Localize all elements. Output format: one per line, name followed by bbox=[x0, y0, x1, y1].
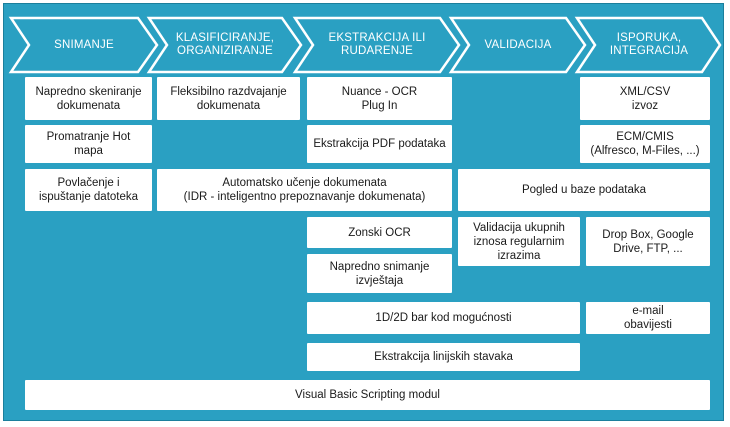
box-validacija-iznosa: Validacija ukupnih iznosa regularnim izr… bbox=[458, 217, 580, 266]
box-napredno-skeniranje: Napredno skeniranje dokumenata bbox=[25, 77, 152, 120]
box-dropbox: Drop Box, Google Drive, FTP, ... bbox=[586, 217, 710, 266]
box-email: e-mail obavijesti bbox=[586, 302, 710, 334]
stage-chevron-klasificiranje: KLASIFICIRANJE, ORGANIZIRANJE bbox=[146, 15, 304, 75]
box-zonski-ocr: Zonski OCR bbox=[307, 217, 452, 248]
box-promatranje-hot-mapa: Promatranje Hot mapa bbox=[25, 125, 152, 163]
box-linijske-stavke: Ekstrakcija linijskih stavaka bbox=[307, 343, 580, 371]
box-automatsko-ucenje: Automatsko učenje dokumenata (IDR - inte… bbox=[157, 169, 452, 211]
box-napredno-snimanje: Napredno snimanje izvještaja bbox=[307, 254, 452, 293]
stage-chevron-validacija: VALIDACIJA bbox=[448, 15, 588, 75]
stage-label-klasificiranje: KLASIFICIRANJE, ORGANIZIRANJE bbox=[175, 32, 275, 57]
stage-chevron-isporuka: ISPORUKA, INTEGRACIJA bbox=[574, 15, 724, 75]
box-nuance-ocr: Nuance - OCR Plug In bbox=[307, 77, 452, 120]
box-vbs-modul: Visual Basic Scripting modul bbox=[25, 380, 710, 410]
stage-label-isporuka: ISPORUKA, INTEGRACIJA bbox=[609, 32, 689, 57]
box-povlacenje: Povlačenje i ispuštanje datoteka bbox=[25, 169, 152, 211]
chevron-arrow-icon bbox=[292, 16, 461, 74]
box-ecm-cmis: ECM/CMIS (Alfresco, M-Files, ...) bbox=[580, 125, 710, 163]
stage-chevron-ekstrakcija: EKSTRAKCIJA ILI RUDARENJE bbox=[292, 15, 462, 75]
chevron-arrow-icon bbox=[146, 16, 303, 74]
box-xml-csv: XML/CSV izvoz bbox=[580, 77, 710, 120]
box-pogled-baze: Pogled u baze podataka bbox=[458, 169, 710, 211]
chevron-arrow-icon bbox=[8, 16, 159, 74]
box-ekstrakcija-pdf: Ekstrakcija PDF podataka bbox=[307, 125, 452, 163]
box-bar-kod: 1D/2D bar kod mogućnosti bbox=[307, 302, 580, 334]
stage-label-ekstrakcija: EKSTRAKCIJA ILI RUDARENJE bbox=[328, 32, 426, 57]
stage-label-snimanje: SNIMANJE bbox=[54, 38, 114, 51]
stage-chevron-snimanje: SNIMANJE bbox=[8, 15, 160, 75]
chevron-arrow-icon bbox=[448, 16, 587, 74]
chevron-arrow-icon bbox=[574, 16, 722, 74]
box-fleksibilno-razdvajanje: Fleksibilno razdvajanje dokumenata bbox=[157, 77, 300, 120]
stage-label-validacija: VALIDACIJA bbox=[484, 38, 552, 51]
